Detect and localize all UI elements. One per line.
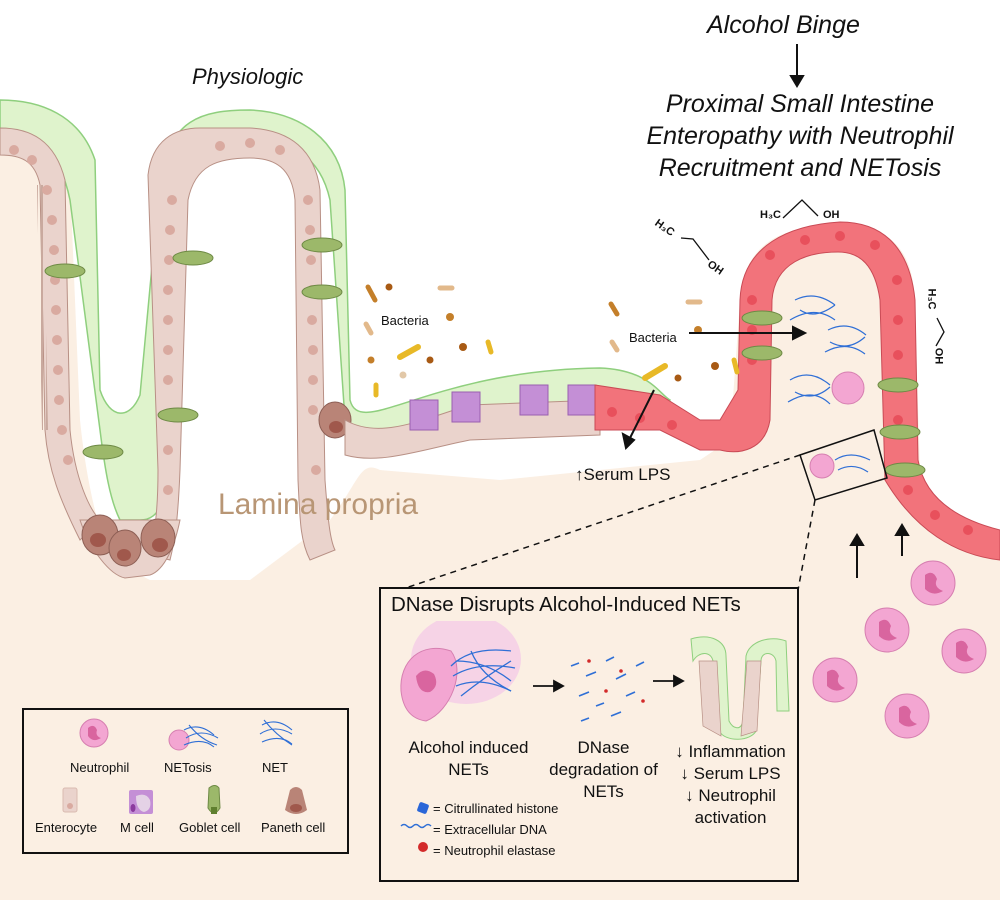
ethanol-ch3: H₃C: [760, 209, 781, 221]
enterocyte-icon: [62, 787, 78, 813]
m-cell-icon: [129, 790, 153, 814]
m-cells-epithelium: [344, 384, 601, 459]
ethanol-oh: OH: [932, 347, 945, 365]
nets-in-villus: [787, 295, 867, 405]
step-alcohol-nets-label: Alcohol induced NETs: [408, 738, 529, 779]
neutrophil: [831, 371, 865, 405]
goblet-cell-icon: [207, 785, 221, 814]
healthy-villi-icon: [689, 631, 793, 741]
outcome-serum-lps: ↓ Serum LPS: [680, 764, 781, 783]
outcomes-list: ↓ Inflammation ↓ Serum LPS ↓ Neutrophil …: [663, 741, 798, 829]
m-cell: [451, 391, 481, 423]
goblet-cells: [44, 237, 343, 460]
legend-m-cell: M cell: [120, 820, 154, 835]
dnase-panel: DNase Disrupts Alcohol-Induced NETs: [379, 587, 799, 882]
citrullinated-histone-icon: [417, 802, 429, 814]
dnase-degraded-net-icon: [570, 656, 645, 722]
ethanol-oh: OH: [823, 209, 840, 221]
dnase-sequence-graphic: [400, 621, 793, 741]
legend-enterocyte: Enterocyte: [35, 820, 98, 835]
paneth-cell-icon: [285, 787, 307, 814]
netosis-neutrophil: [809, 453, 835, 479]
legend-icons: [62, 718, 307, 814]
enteropathy-line: Enteropathy with Neutrophil: [646, 122, 954, 150]
ethanol-molecules: [680, 199, 945, 347]
extracellular-dna-icon: [400, 823, 432, 829]
crypt-base: [79, 401, 352, 579]
m-cell: [409, 399, 439, 431]
alcohol-induced-net-icon: [400, 621, 521, 722]
ethanol-ch3: H₃C: [925, 288, 938, 310]
alcohol-binge-title: Alcohol Binge: [707, 11, 860, 39]
m-cell: [567, 384, 597, 416]
dnase-key-icons: [400, 802, 432, 852]
legend-paneth-cell: Paneth cell: [261, 820, 326, 835]
legend-neutrophil: Neutrophil: [70, 760, 130, 775]
circulating-neutrophils: [812, 560, 987, 739]
step-dnase-label: DNase degradation of NETs: [549, 738, 658, 801]
bacteria-label-left: Bacteria: [381, 313, 429, 328]
outcome-inflammation: ↓ Inflammation: [675, 742, 786, 761]
dnase-panel-title: DNase Disrupts Alcohol-Induced NETs: [391, 593, 741, 616]
paneth-cell: [108, 529, 142, 567]
lamina-propria-label: Lamina propria: [218, 488, 419, 521]
netosis-icon: [168, 724, 219, 751]
enteropathy-title: Proximal Small Intestine Enteropathy wit…: [630, 88, 970, 184]
serum-lps-label: ↑Serum LPS: [575, 465, 671, 484]
outcome-neutrophil: ↓ Neutrophil activation: [685, 786, 776, 827]
legend-goblet-cell: Goblet cell: [179, 820, 241, 835]
zoom-inset-frame: [384, 429, 888, 596]
key-neutrophil-elastase: = Neutrophil elastase: [433, 843, 556, 858]
paneth-cell: [318, 401, 352, 439]
cell-legend: Neutrophil NETosis NET Enterocyte M cell…: [22, 708, 349, 854]
arrows: [621, 44, 910, 578]
bacteria-right: [608, 299, 740, 382]
enterocyte-column-left: [0, 127, 336, 561]
neutrophil-icon: [79, 718, 109, 748]
legend-net: NET: [262, 760, 288, 775]
physiologic-title: Physiologic: [192, 64, 304, 89]
neutrophil-elastase-icon: [418, 842, 428, 852]
bacteria-label-right: Bacteria: [629, 330, 677, 345]
key-extracellular-dna: = Extracellular DNA: [433, 822, 547, 837]
bacteria-left: [363, 283, 494, 398]
legend-netosis: NETosis: [164, 760, 212, 775]
enteropathy-line: Recruitment and NETosis: [658, 154, 942, 182]
key-citrullinated-histone: = Citrullinated histone: [433, 801, 559, 816]
goblet-cells-damaged: [741, 310, 926, 478]
net-icon: [259, 719, 293, 746]
m-cell: [519, 384, 549, 416]
enteropathy-line: Proximal Small Intestine: [665, 90, 935, 118]
sequence-arrows: [533, 674, 685, 693]
